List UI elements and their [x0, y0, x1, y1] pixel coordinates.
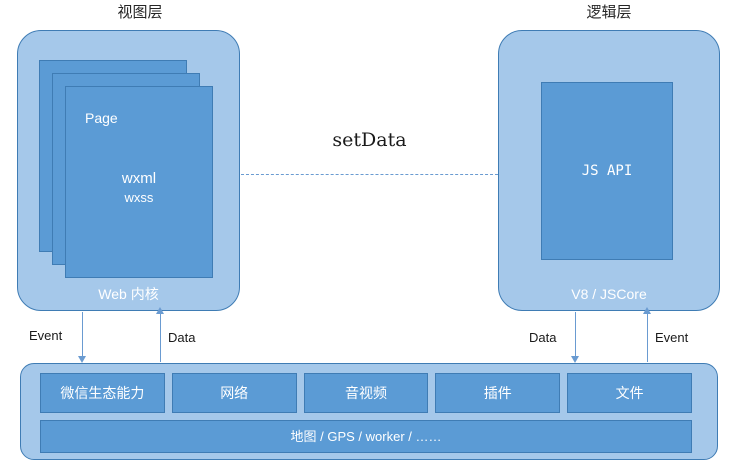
arrow-head-event-right-up-icon: [643, 307, 651, 314]
js-api-box: [541, 82, 673, 260]
setdata-connector-line: [241, 174, 498, 175]
arrow-head-data-left-up-icon: [156, 307, 164, 314]
setdata-label: setData: [332, 129, 407, 151]
platform-services-box[interactable]: 地图 / GPS / worker / ……: [40, 420, 692, 453]
arrow-label-data-left: Data: [168, 330, 196, 345]
wxss-label: wxss: [124, 190, 154, 205]
js-api-label: JS API: [581, 163, 633, 179]
page-card-label: Page: [85, 110, 118, 126]
capability-box-plugin[interactable]: 插件: [435, 373, 561, 413]
capability-box-wechat-ecosystem[interactable]: 微信生态能力: [40, 373, 165, 413]
arrow-label-data-right: Data: [529, 330, 557, 345]
arrow-label-event-right: Event: [655, 330, 689, 345]
arrow-head-data-right-down-icon: [571, 356, 579, 363]
v8-jscore-caption: V8 / JSCore: [571, 286, 647, 302]
wxml-label: wxml: [121, 170, 157, 187]
web-kernel-caption: Web 内核: [98, 286, 159, 302]
capability-row: 微信生态能力 网络 音视频 插件 文件: [40, 373, 692, 413]
arrow-line-event-left: [82, 312, 83, 359]
arrow-line-data-left: [160, 312, 161, 362]
capability-box-network[interactable]: 网络: [171, 373, 297, 413]
capability-box-audio-video[interactable]: 音视频: [303, 373, 429, 413]
page-card-front: [65, 86, 213, 278]
arrow-head-event-left-down-icon: [78, 356, 86, 363]
logic-layer-title: 逻辑层: [586, 4, 632, 21]
arrow-line-data-right: [575, 312, 576, 359]
arrow-line-event-right: [647, 312, 648, 362]
view-layer-title: 视图层: [117, 4, 163, 21]
capability-box-file[interactable]: 文件: [567, 373, 692, 413]
arrow-label-event-left: Event: [29, 328, 63, 343]
